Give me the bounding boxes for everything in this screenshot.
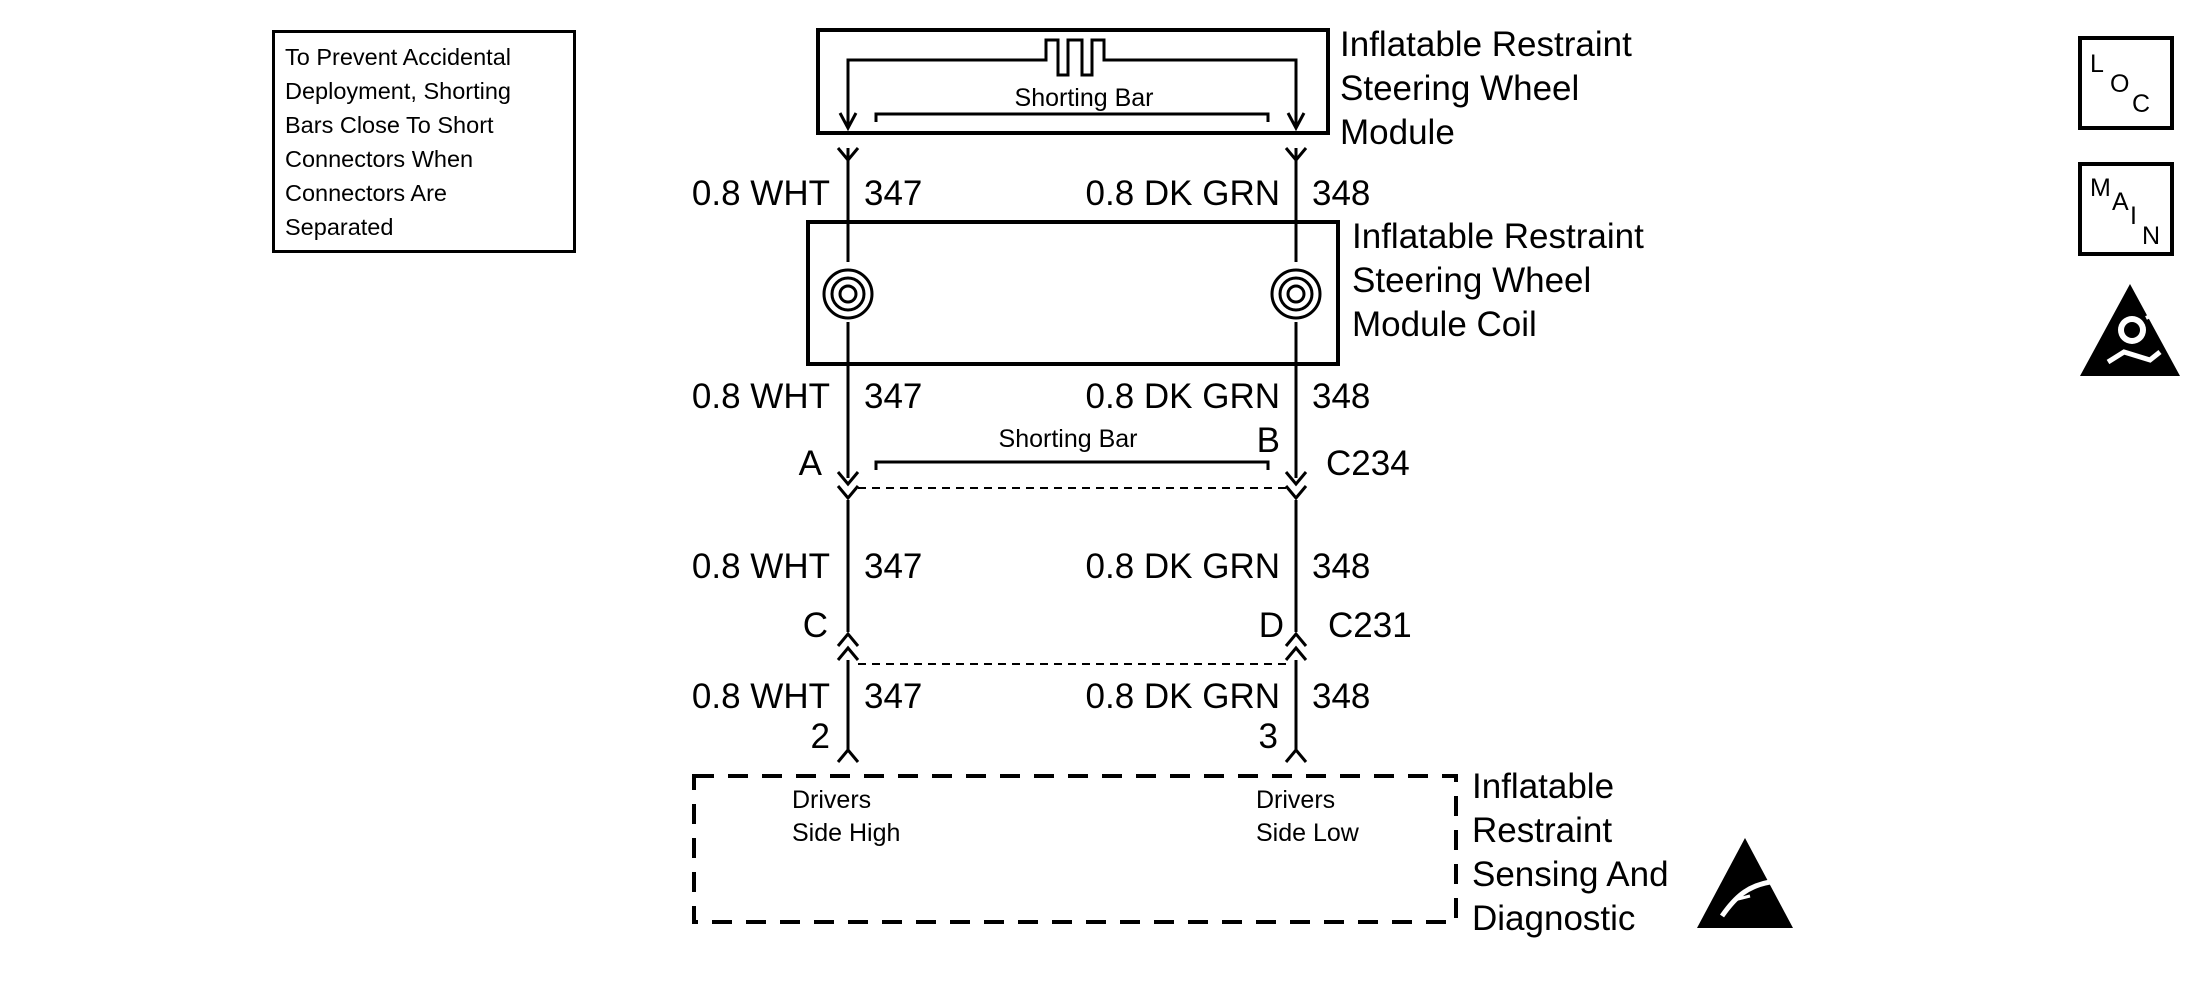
module-shorting-bar-label: Shorting Bar (1015, 84, 1154, 112)
circuit-right-2: 348 (1312, 377, 1370, 416)
coil-left-spiral-icon (822, 268, 874, 320)
sensing-diagnostic-module: 2 3 Drivers Side High Drivers Side Low I… (692, 717, 1793, 938)
sdm-title-line-1: Inflatable (1472, 767, 1614, 806)
coil-title-line-2: Steering Wheel (1352, 261, 1591, 300)
sdm-title-line-4: Diagnostic (1472, 899, 1635, 938)
module-title-line-3: Module (1340, 113, 1455, 152)
c234-right-lower-chevron-icon (1284, 485, 1308, 501)
loc-letter-c: C (2132, 90, 2150, 118)
note-line-6: Separated (285, 214, 394, 240)
module-left-arrow-icon (838, 112, 858, 132)
main-letter-m: M (2090, 174, 2111, 202)
sdm-left-label-line-1: Drivers (792, 786, 871, 814)
note-line-2: Deployment, Shorting (285, 78, 511, 104)
circuit-left-1: 347 (864, 174, 922, 213)
loc-letter-l: L (2090, 50, 2104, 78)
c234-shorting-bar-label: Shorting Bar (999, 425, 1138, 453)
main-icon: M A I N (2078, 162, 2174, 256)
c234-name: C234 (1326, 444, 1410, 483)
module-title-line-2: Steering Wheel (1340, 69, 1579, 108)
sdm-dashed-box (692, 774, 1458, 924)
c231-name: C231 (1328, 606, 1412, 645)
wire-spec-right-3: 0.8 DK GRN (1086, 547, 1281, 586)
module-title-line-1: Inflatable Restraint (1340, 25, 1632, 64)
c231-left-lower-chevron-icon (836, 645, 860, 661)
airbag-warning-icon (2080, 284, 2180, 376)
module-shorting-bar-line (874, 112, 1270, 122)
sdm-left-chevron-icon (836, 747, 860, 763)
c231-right-upper-chevron-icon (1284, 631, 1308, 647)
shorting-bar-warning-note: To Prevent Accidental Deployment, Shorti… (272, 30, 576, 253)
note-line-1: To Prevent Accidental (285, 44, 511, 70)
wire-spec-left-3: 0.8 WHT (692, 547, 830, 586)
coil-box (806, 220, 1340, 366)
c234-pin-b: B (1257, 421, 1280, 460)
circuit-right-1: 348 (1312, 174, 1370, 213)
sdm-title-line-2: Restraint (1472, 811, 1612, 850)
note-line-3: Bars Close To Short (285, 112, 494, 138)
sdm-pin-2: 2 (811, 717, 830, 756)
sdm-right-chevron-icon (1284, 747, 1308, 763)
module-shorting-bar-bracket (846, 38, 1298, 100)
c234-shorting-bar-line (874, 460, 1270, 470)
module-box (816, 28, 1330, 135)
c231-right-lower-chevron-icon (1284, 645, 1308, 661)
main-letter-a: A (2112, 188, 2129, 216)
c234-left-upper-chevron-icon (836, 471, 860, 487)
coil-title-line-1: Inflatable Restraint (1352, 217, 1644, 256)
circuit-left-2: 347 (864, 377, 922, 416)
steering-wheel-module-coil: Inflatable Restraint Steering Wheel Modu… (806, 217, 1644, 366)
circuit-left-3: 347 (864, 547, 922, 586)
c234-left-lower-chevron-icon (836, 485, 860, 501)
loc-icon: L O C (2078, 36, 2174, 130)
module-connector-right-chevron-icon (1284, 147, 1308, 163)
note-line-4: Connectors When (285, 146, 474, 172)
c231-pin-d: D (1259, 606, 1284, 645)
sdm-right-label-line-1: Drivers (1256, 786, 1335, 814)
note-line-5: Connectors Are (285, 180, 447, 206)
module-connector-left-chevron-icon (836, 147, 860, 163)
wire-spec-right-4: 0.8 DK GRN (1086, 677, 1281, 716)
sdm-title-line-3: Sensing And (1472, 855, 1669, 894)
connector-c231: C D C231 (803, 606, 1412, 665)
wire-spec-left-4: 0.8 WHT (692, 677, 830, 716)
main-letter-n: N (2142, 222, 2160, 250)
c231-pin-c: C (803, 606, 828, 645)
wire-spec-left-2: 0.8 WHT (692, 377, 830, 416)
sdm-left-label-line-2: Side High (792, 819, 900, 847)
c231-left-upper-chevron-icon (836, 631, 860, 647)
connector-c234: Shorting Bar A B C234 (799, 421, 1410, 501)
loc-letter-o: O (2110, 70, 2129, 98)
esd-warning-icon (1697, 838, 1793, 928)
c234-right-upper-chevron-icon (1284, 471, 1308, 487)
circuit-right-3: 348 (1312, 547, 1370, 586)
sdm-right-label-line-2: Side Low (1256, 819, 1360, 847)
circuit-right-4: 348 (1312, 677, 1370, 716)
wire-spec-left-1: 0.8 WHT (692, 174, 830, 213)
main-letter-i: I (2130, 202, 2137, 230)
c234-pin-a: A (799, 444, 823, 483)
circuit-left-4: 347 (864, 677, 922, 716)
coil-right-spiral-icon (1270, 268, 1322, 320)
module-right-arrow-icon (1286, 112, 1306, 132)
wire-spec-right-2: 0.8 DK GRN (1086, 377, 1281, 416)
coil-title-line-3: Module Coil (1352, 305, 1537, 344)
sdm-pin-3: 3 (1259, 717, 1278, 756)
wire-spec-right-1: 0.8 DK GRN (1086, 174, 1281, 213)
steering-wheel-module: Shorting Bar Inflatable Restraint Steeri… (816, 25, 1632, 152)
